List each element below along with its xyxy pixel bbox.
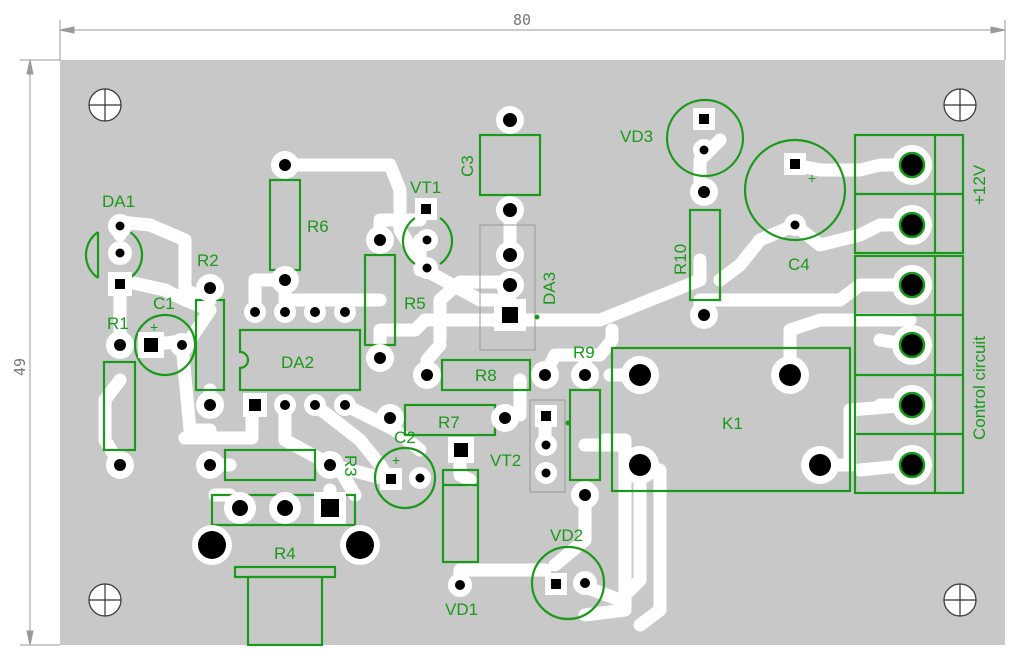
label-r3: R3 [341,455,360,477]
c3-outline [478,133,542,197]
label-control-terminal: Control circuit [970,336,989,440]
c2-outline [373,446,437,510]
vd3-outline [665,98,745,178]
label-r10: R10 [671,244,690,275]
c4-plus-mark: + [808,170,816,186]
r9-outline [568,388,602,482]
label-vd1: VD1 [445,600,478,619]
label-r9: R9 [573,343,595,362]
height-dimension: 49 [11,358,29,376]
label-r1: R1 [107,314,129,333]
label-c2: C2 [394,428,416,447]
label-c3: C3 [458,155,477,177]
label-r4: R4 [274,544,296,563]
mounting-holes [88,88,977,617]
mounting-hole-top-right [943,88,977,122]
da3-outline [479,224,536,351]
label-da2: DA2 [281,353,314,372]
label-vd2: VD2 [550,526,583,545]
label-k1: K1 [722,414,743,433]
dimension-lines [20,20,1006,646]
label-c4: C4 [788,255,810,274]
silkscreen-outlines [84,98,965,647]
vt1-outline [401,217,416,265]
vd2-outline [530,545,606,621]
label-r8: R8 [475,366,497,385]
mounting-hole-bottom-left [88,583,122,617]
r1-outline [102,360,137,452]
label-c1: C1 [153,294,175,313]
label-da3: DA3 [540,272,559,305]
da1-outline [84,231,99,279]
c1-outline [133,313,197,377]
label-r2: R2 [197,251,219,270]
c2-plus-mark: + [392,452,400,468]
label-vt2: VT2 [490,451,521,470]
label-r5: R5 [404,294,426,313]
mounting-hole-bottom-right [943,583,977,617]
label-r6: R6 [307,217,329,236]
vd1-outline [441,468,480,564]
r10-outline [688,208,722,302]
r3-outline [223,448,317,482]
label-vd3: VD3 [620,127,653,146]
c1-plus-mark: + [150,319,158,335]
label-r7: R7 [438,413,460,432]
label-power-terminal: +12V [970,164,989,205]
label-vt1: VT1 [410,178,441,197]
da2-outline [238,328,362,392]
width-dimension: 80 [513,11,531,29]
k1-outline [610,346,852,493]
pads [106,106,932,597]
label-da1: DA1 [102,192,135,211]
mounting-hole-top-left [88,88,122,122]
vt2-outline [529,399,566,493]
r8-outline [440,358,532,392]
c4-outline [743,138,847,242]
